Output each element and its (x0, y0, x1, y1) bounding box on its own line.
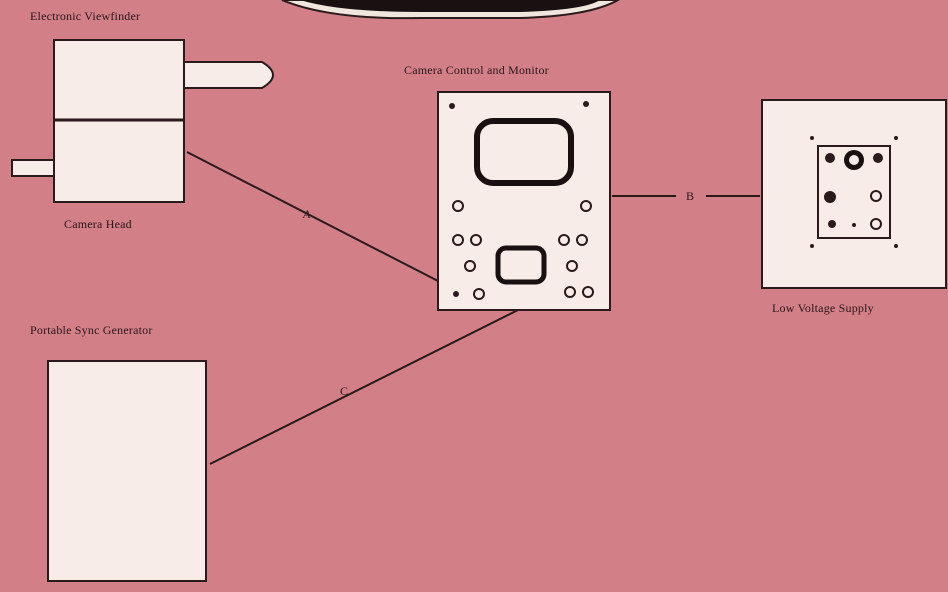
viewfinder-label: Electronic Viewfinder (30, 9, 141, 23)
sync-generator-unit (47, 360, 207, 582)
lens-barrel (11, 159, 55, 177)
low-voltage-supply-unit (761, 99, 947, 289)
viewfinder-eyepiece (183, 61, 274, 89)
cable-b-label: B (686, 189, 695, 203)
cable-a-label: A (303, 207, 311, 221)
viewfinder-body (53, 39, 185, 121)
monitor-screen (474, 118, 574, 186)
camera-control-unit (437, 91, 611, 311)
sync-generator-label: Portable Sync Generator (30, 323, 153, 337)
small-scope-screen (495, 245, 547, 285)
camera-head-label: Camera Head (64, 217, 132, 231)
camera-control-label: Camera Control and Monitor (404, 63, 549, 77)
camera-head-unit (11, 39, 274, 203)
low-voltage-label: Low Voltage Supply (772, 301, 874, 315)
cable-c-line (209, 309, 519, 465)
camera-head-body (53, 119, 185, 203)
cable-a-line (186, 151, 441, 283)
cable-c-label: C (340, 384, 349, 398)
